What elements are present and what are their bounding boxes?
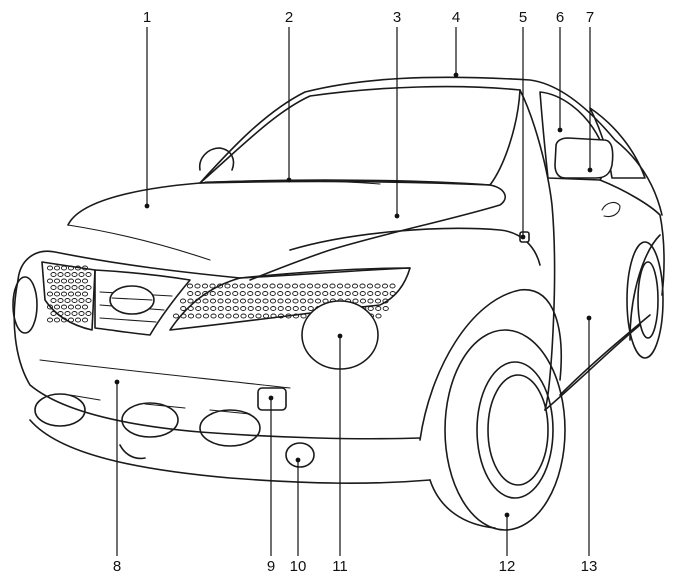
leader-2-dot <box>286 177 292 183</box>
leader-11-dot <box>337 333 343 339</box>
leader-lines <box>114 27 593 556</box>
callout-8: 8 <box>113 558 121 575</box>
callout-5: 5 <box>519 9 527 26</box>
leader-5-dot <box>520 234 526 240</box>
callout-numbers: 1 2 3 4 5 6 7 8 9 10 11 12 13 <box>113 9 598 575</box>
callout-7: 7 <box>586 9 594 26</box>
callout-12: 12 <box>499 558 516 575</box>
leader-10-dot <box>295 457 301 463</box>
leader-6-dot <box>557 127 563 133</box>
callout-2: 2 <box>285 9 293 26</box>
callout-9: 9 <box>267 558 275 575</box>
leader-12-dot <box>504 512 510 518</box>
leader-4-dot <box>453 72 459 78</box>
callout-6: 6 <box>556 9 564 26</box>
callout-13: 13 <box>581 558 598 575</box>
leader-3-dot <box>394 213 400 219</box>
leader-9-dot <box>268 395 274 401</box>
leader-13-dot <box>586 315 592 321</box>
leader-8-dot <box>114 379 120 385</box>
callout-11: 11 <box>332 558 348 575</box>
callout-10: 10 <box>290 558 307 575</box>
callout-1: 1 <box>143 9 151 26</box>
callout-4: 4 <box>452 9 460 26</box>
leader-7-dot <box>587 167 593 173</box>
leader-1-dot <box>144 203 150 209</box>
callout-3: 3 <box>393 9 401 26</box>
car-illustration <box>12 76 665 531</box>
